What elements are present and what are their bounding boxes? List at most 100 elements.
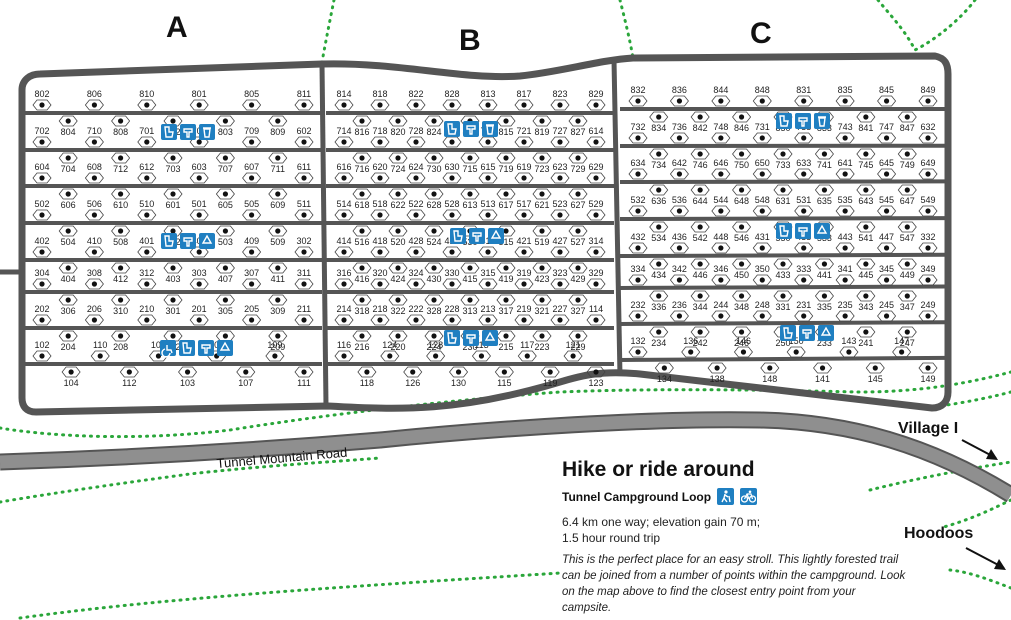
campsite-823[interactable]: 823 [550, 89, 570, 111]
campsite-547[interactable]: 547 [897, 221, 917, 243]
campsite-518[interactable]: 518 [370, 199, 390, 221]
campsite-822[interactable]: 822 [406, 89, 426, 111]
campsite-323[interactable]: 323 [550, 268, 570, 290]
campsite-123[interactable]: 123 [586, 366, 606, 388]
campsite-506[interactable]: 506 [84, 199, 104, 221]
campsite-130[interactable]: 130 [449, 366, 469, 388]
campsite-116[interactable]: 116 [334, 340, 354, 362]
campsite-411[interactable]: 411 [268, 262, 288, 284]
campsite-801[interactable]: 801 [189, 89, 209, 111]
campsite-447[interactable]: 447 [877, 232, 897, 254]
campsite-834[interactable]: 834 [649, 111, 669, 133]
campsite-827[interactable]: 827 [568, 115, 588, 137]
campsite-315[interactable]: 315 [478, 268, 498, 290]
campsite-709[interactable]: 709 [242, 126, 262, 148]
campsite-818[interactable]: 818 [370, 89, 390, 111]
campsite-401[interactable]: 401 [137, 236, 157, 258]
campsite-835[interactable]: 835 [835, 85, 855, 107]
campsite-719[interactable]: 719 [496, 152, 516, 174]
campsite-633[interactable]: 633 [794, 158, 814, 180]
campsite-513[interactable]: 513 [478, 199, 498, 221]
campsite-630[interactable]: 630 [442, 162, 462, 184]
campsite-418[interactable]: 418 [370, 236, 390, 258]
campsite-620[interactable]: 620 [370, 162, 390, 184]
campsite-102[interactable]: 102 [32, 340, 52, 362]
campsite-345[interactable]: 345 [877, 264, 897, 286]
campsite-248[interactable]: 248 [752, 300, 772, 322]
campsite-403[interactable]: 403 [163, 262, 183, 284]
campsite-321[interactable]: 321 [532, 294, 552, 316]
campsite-527[interactable]: 527 [568, 225, 588, 247]
campsite-334[interactable]: 334 [628, 264, 648, 286]
campsite-536[interactable]: 536 [669, 195, 689, 217]
campsite-213[interactable]: 213 [478, 304, 498, 326]
campsite-107[interactable]: 107 [236, 366, 256, 388]
campsite-615[interactable]: 615 [478, 162, 498, 184]
campsite-728[interactable]: 728 [406, 126, 426, 148]
campsite-517[interactable]: 517 [514, 199, 534, 221]
campsite-324[interactable]: 324 [406, 268, 426, 290]
campsite-612[interactable]: 612 [137, 162, 157, 184]
campsite-642[interactable]: 642 [669, 158, 689, 180]
campsite-304[interactable]: 304 [32, 268, 52, 290]
campsite-328[interactable]: 328 [424, 294, 444, 316]
campsite-743[interactable]: 743 [835, 122, 855, 144]
campsite-204[interactable]: 204 [58, 330, 78, 352]
campsite-245[interactable]: 245 [877, 300, 897, 322]
campsite-710[interactable]: 710 [84, 126, 104, 148]
campsite-201[interactable]: 201 [189, 304, 209, 326]
campsite-605[interactable]: 605 [215, 188, 235, 210]
campsite-209[interactable]: 209 [268, 330, 288, 352]
campsite-541[interactable]: 541 [856, 221, 876, 243]
campsite-624[interactable]: 624 [406, 162, 426, 184]
campsite-312[interactable]: 312 [137, 268, 157, 290]
campsite-747[interactable]: 747 [877, 122, 897, 144]
campsite-520[interactable]: 520 [388, 225, 408, 247]
campsite-427[interactable]: 427 [550, 236, 570, 258]
campsite-617[interactable]: 617 [496, 188, 516, 210]
campsite-249[interactable]: 249 [918, 300, 938, 322]
campsite-647[interactable]: 647 [897, 184, 917, 206]
campsite-646[interactable]: 646 [711, 158, 731, 180]
campsite-235[interactable]: 235 [835, 300, 855, 322]
campsite-727[interactable]: 727 [550, 126, 570, 148]
campsite-346[interactable]: 346 [711, 264, 731, 286]
campsite-428[interactable]: 428 [406, 236, 426, 258]
campsite-815[interactable]: 815 [496, 115, 516, 137]
campsite-723[interactable]: 723 [532, 152, 552, 174]
campsite-218[interactable]: 218 [370, 304, 390, 326]
campsite-716[interactable]: 716 [352, 152, 372, 174]
campsite-809[interactable]: 809 [268, 115, 288, 137]
campsite-128[interactable]: 128 [426, 340, 446, 362]
campsite-510[interactable]: 510 [137, 199, 157, 221]
campsite-610[interactable]: 610 [111, 188, 131, 210]
campsite-711[interactable]: 711 [268, 152, 288, 174]
campsite-407[interactable]: 407 [215, 262, 235, 284]
campsite-508[interactable]: 508 [111, 225, 131, 247]
campsite-614[interactable]: 614 [586, 126, 606, 148]
campsite-319[interactable]: 319 [514, 268, 534, 290]
campsite-602[interactable]: 602 [294, 126, 314, 148]
campsite-423[interactable]: 423 [532, 262, 552, 284]
campsite-347[interactable]: 347 [897, 290, 917, 312]
campsite-636[interactable]: 636 [649, 184, 669, 206]
campsite-608[interactable]: 608 [84, 162, 104, 184]
campsite-603[interactable]: 603 [189, 162, 209, 184]
campsite-429[interactable]: 429 [568, 262, 588, 284]
campsite-432[interactable]: 432 [628, 232, 648, 254]
campsite-549[interactable]: 549 [918, 195, 938, 217]
campsite-802[interactable]: 802 [32, 89, 52, 111]
campsite-622[interactable]: 622 [388, 188, 408, 210]
campsite-829[interactable]: 829 [586, 89, 606, 111]
campsite-104[interactable]: 104 [61, 366, 81, 388]
campsite-112[interactable]: 112 [119, 366, 139, 388]
campsite-548[interactable]: 548 [752, 195, 772, 217]
campsite-628[interactable]: 628 [424, 188, 444, 210]
campsite-143[interactable]: 143 [839, 336, 859, 358]
campsite-816[interactable]: 816 [352, 115, 372, 137]
campsite-335[interactable]: 335 [814, 290, 834, 312]
campsite-330[interactable]: 330 [442, 268, 462, 290]
campsite-236[interactable]: 236 [669, 300, 689, 322]
campsite-718[interactable]: 718 [370, 126, 390, 148]
campsite-121[interactable]: 121 [563, 340, 583, 362]
